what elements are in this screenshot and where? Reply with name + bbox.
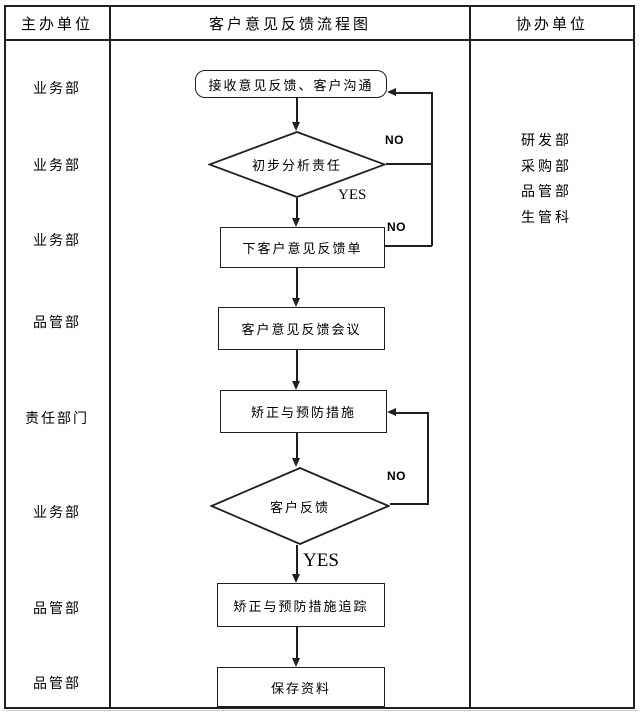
dept-label-8: 品管部 <box>33 675 81 691</box>
loop1-step1-line <box>385 245 432 247</box>
connector-7 <box>296 627 298 658</box>
dept-label-3: 业务部 <box>33 232 81 248</box>
table-divider-left-column <box>109 5 111 709</box>
flow-node-end-label: 保存资料 <box>270 680 331 696</box>
flow-node-step4-label: 矫正与预防措施追踪 <box>233 598 369 614</box>
dept-label-4: 品管部 <box>33 314 81 330</box>
flow-node-step1: 下客户意见反馈单 <box>220 227 385 268</box>
flow-node-decision1: 初步分析责任 <box>206 131 388 198</box>
table-border-top <box>4 5 635 7</box>
flow-node-step3-label: 矫正与预防措施 <box>250 405 356 420</box>
edge-label-no2: NO <box>387 220 406 234</box>
arrow-down-icon <box>292 574 300 583</box>
flow-node-decision1-label: 初步分析责任 <box>251 158 342 173</box>
arrow-down-icon <box>292 658 300 667</box>
co-dept-label-4: 生管科 <box>521 209 572 225</box>
header-organizer-unit: 主办单位 <box>20 16 93 33</box>
connector-5 <box>296 433 298 458</box>
dept-label-2: 业务部 <box>33 157 81 173</box>
loop2-top-line <box>396 412 429 414</box>
flow-node-step3: 矫正与预防措施 <box>220 390 387 433</box>
table-border-left <box>4 5 6 709</box>
flow-node-decision2-label: 客户反馈 <box>269 499 330 515</box>
connector-1 <box>296 98 298 122</box>
dept-label-7: 品管部 <box>33 600 81 616</box>
edge-label-no3: NO <box>387 469 406 483</box>
loop1-vertical-line <box>431 92 433 246</box>
dept-label-1: 业务部 <box>33 80 81 96</box>
arrow-left-icon <box>387 408 396 416</box>
header-co-organizer-unit: 协办单位 <box>515 16 588 33</box>
connector-3 <box>296 268 298 298</box>
table-border-bottom <box>4 707 635 709</box>
co-dept-label-1: 研发部 <box>521 132 572 148</box>
arrow-down-icon <box>292 458 300 467</box>
arrow-down-icon <box>292 381 300 390</box>
edge-label-yes1: YES <box>338 187 367 203</box>
diamond-shape <box>209 467 391 545</box>
flow-node-step2-label: 客户意见反馈会议 <box>241 322 362 337</box>
page-title: 客户意见反馈流程图 <box>208 16 371 33</box>
flow-node-end: 保存资料 <box>217 667 385 707</box>
connector-6 <box>296 545 298 574</box>
edge-label-yes2: YES <box>303 550 339 571</box>
arrow-left-icon <box>387 88 396 96</box>
co-dept-label-3: 品管部 <box>521 183 572 199</box>
table-shadow <box>6 710 638 711</box>
loop1-top-line <box>396 92 433 94</box>
flow-node-start-label: 接收意见反馈、客户沟通 <box>208 77 374 93</box>
arrow-down-icon <box>292 298 300 307</box>
dept-label-6: 业务部 <box>33 504 81 520</box>
connector-2 <box>296 198 298 218</box>
edge-label-no1: NO <box>385 133 404 147</box>
flow-node-step2: 客户意见反馈会议 <box>218 307 385 350</box>
flow-node-step1-label: 下客户意见反馈单 <box>242 241 363 256</box>
connector-4 <box>296 350 298 381</box>
loop1-decision-line <box>386 163 432 165</box>
arrow-down-icon <box>292 122 300 131</box>
loop2-vertical-line <box>427 412 429 505</box>
flow-node-decision2: 客户反馈 <box>209 467 391 545</box>
co-dept-label-2: 采购部 <box>521 158 572 174</box>
diamond-shape <box>206 131 388 198</box>
flow-node-step4: 矫正与预防措施追踪 <box>217 583 385 627</box>
table-divider-right-column <box>469 5 471 709</box>
table-header-divider <box>4 39 635 41</box>
arrow-down-icon <box>292 218 300 227</box>
flow-node-start: 接收意见反馈、客户沟通 <box>195 70 387 98</box>
table-border-right <box>633 5 635 709</box>
dept-label-5: 责任部门 <box>25 410 89 426</box>
loop2-decision-line <box>390 503 429 505</box>
